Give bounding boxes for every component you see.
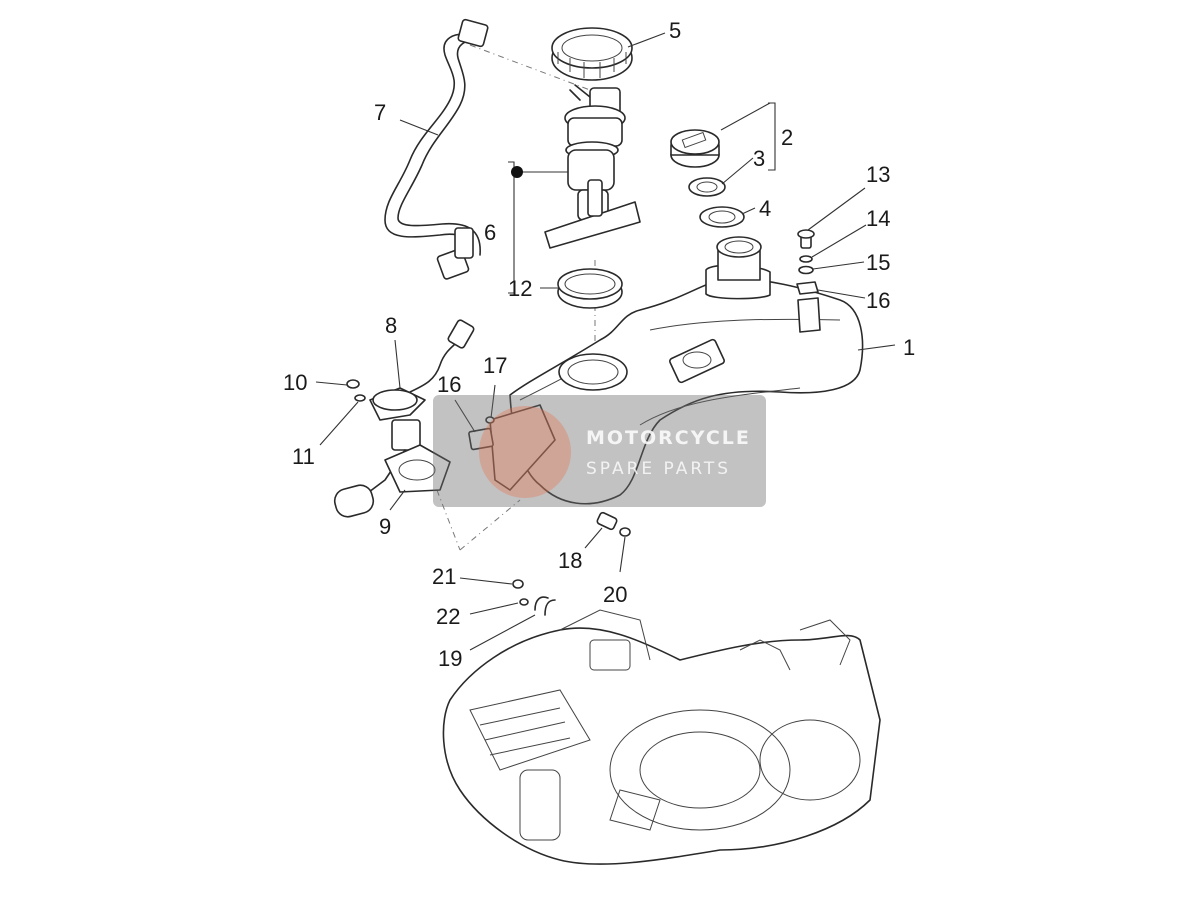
pump-gasket [557, 268, 623, 309]
callout-22: 22 [436, 604, 460, 629]
callout-14: 14 [866, 206, 890, 231]
callout-2: 2 [781, 125, 793, 150]
tank-hardware-left [468, 416, 495, 451]
engine-fittings [512, 579, 556, 616]
watermark-logo-icon [479, 406, 571, 498]
callout-9: 9 [379, 514, 391, 539]
callout-13: 13 [866, 162, 890, 187]
watermark: MOTORCYCLE SPARE PARTS [433, 395, 766, 507]
callout-10: 10 [283, 370, 307, 395]
sender-gasket [384, 444, 451, 493]
ring-nut [551, 27, 633, 81]
callout-7: 7 [374, 100, 386, 125]
callout-21: 21 [432, 564, 456, 589]
cap-gasket [699, 206, 745, 228]
callout-12: 12 [508, 276, 532, 301]
callout-8: 8 [385, 313, 397, 338]
tank-bottom-fasteners [596, 511, 631, 537]
fuel-tank [489, 236, 864, 505]
assembly-marker-dot [511, 166, 523, 178]
watermark-box [433, 395, 766, 507]
filler-cap [670, 129, 720, 168]
callout-15: 15 [866, 250, 890, 275]
callout-20: 20 [603, 582, 627, 607]
callout-3: 3 [753, 146, 765, 171]
cap-seal [688, 177, 726, 197]
watermark-line2: SPARE PARTS [586, 459, 731, 479]
callout-5: 5 [669, 18, 681, 43]
callout-17: 17 [483, 353, 507, 378]
callout-11: 11 [292, 444, 315, 469]
callout-18: 18 [558, 548, 582, 573]
engine-assembly [442, 609, 881, 865]
fuel-hose [384, 18, 489, 280]
tank-hardware-right [796, 229, 819, 295]
callout-6: 6 [484, 220, 496, 245]
fuel-level-sender [333, 319, 475, 518]
callout-19: 19 [438, 646, 462, 671]
sender-fasteners [346, 379, 366, 402]
fuel-pump [544, 84, 641, 249]
callout-labels: 1 2 3 4 5 6 7 8 9 10 11 12 13 14 15 16 1… [283, 18, 915, 671]
leader-lines [315, 32, 896, 651]
callout-16-left: 16 [437, 372, 461, 397]
watermark-line1: MOTORCYCLE [586, 427, 751, 449]
callout-1: 1 [903, 335, 915, 360]
callout-4: 4 [759, 196, 771, 221]
callout-16-right: 16 [866, 288, 890, 313]
